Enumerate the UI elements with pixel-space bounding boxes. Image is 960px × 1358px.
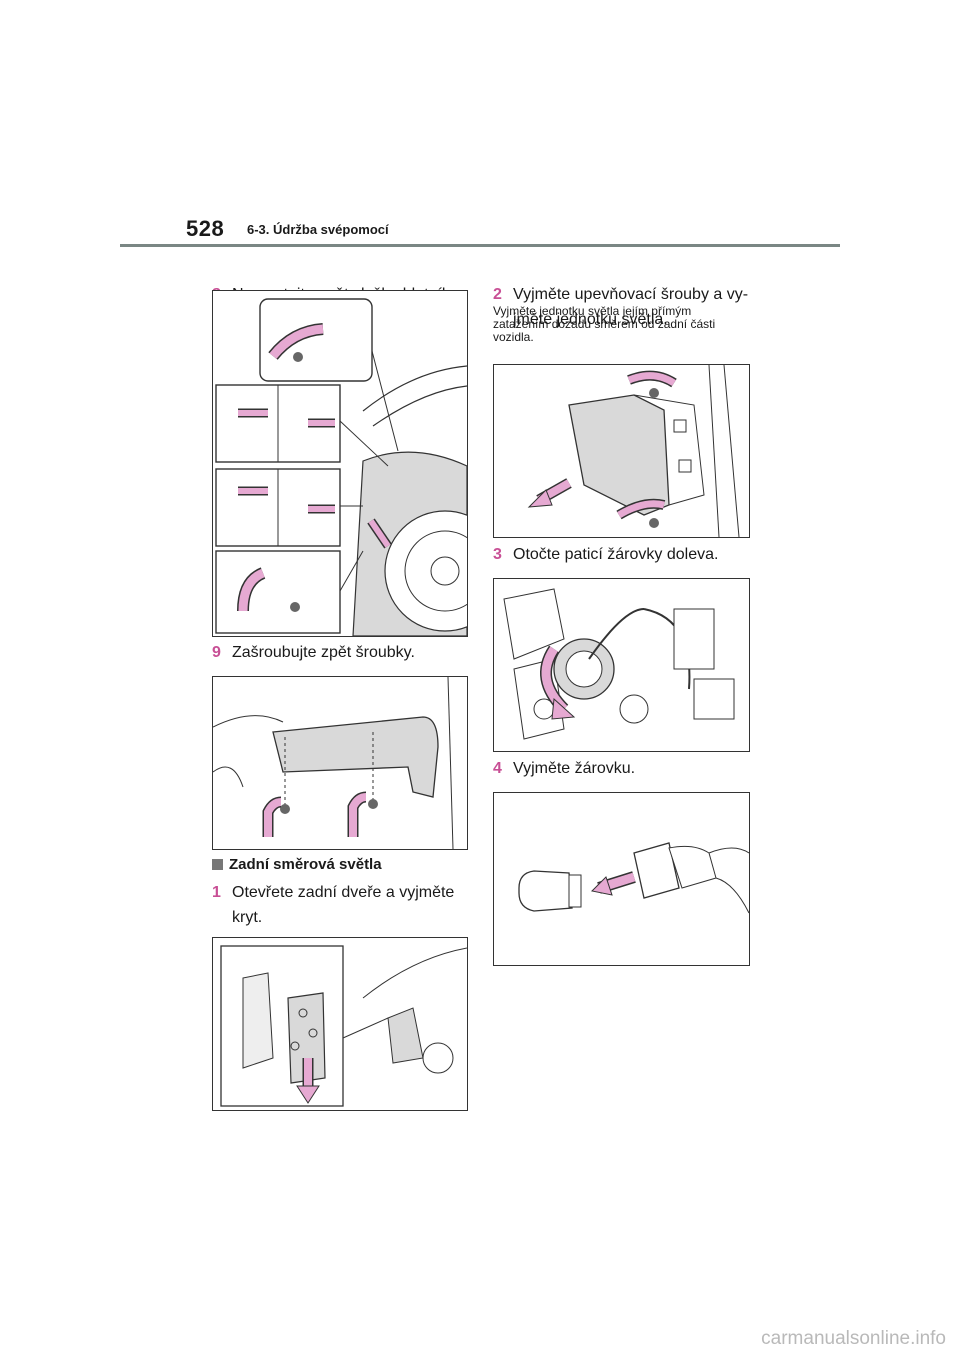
step-2: 2 Vyjměte upevňovací šrouby a vy-jměte j… [493,282,755,332]
watermark: carmanualsonline.info [761,1328,946,1349]
fender-liner-illustration [215,298,467,636]
figure-bulb-socket [493,578,750,752]
step-1: 1 Otevřete zadní dveře a vyjměte kryt. [212,880,470,930]
figure-screws [212,676,468,850]
square-bullet-icon [212,859,223,870]
figure-light-unit-removal [493,364,750,538]
bulb-socket-illustration [503,588,735,740]
page-number: 528 [186,216,225,241]
subheading-rear-turn-signals: Zadní směrová světla [212,856,382,873]
section-title: 6-3. Údržba svépomocí [247,222,389,237]
step-number: 3 [493,546,502,563]
figure-rear-door-cover [212,937,468,1111]
step-text: Otevřete zadní dveře a vyjměte kryt. [232,884,455,926]
step-text: Vyjměte upevňovací šrouby a vy-jměte jed… [513,286,749,328]
step-number: 2 [493,286,502,303]
step-number: 4 [493,760,502,777]
step-3: 3 Otočte paticí žárovky doleva. [493,542,755,567]
step-number: 1 [212,884,221,901]
step-9: 9 Zašroubujte zpět šroubky. [212,640,472,665]
header-divider [120,244,840,247]
bulb-removal-illustration [518,842,749,914]
step-4: 4 Vyjměte žárovku. [493,756,755,781]
step-text: Zašroubujte zpět šroubky. [232,644,415,661]
step-text: Otočte paticí žárovky doleva. [513,546,719,563]
step-2-note: Vyjměte jednotku světla jejím přímým zat… [493,304,716,344]
figure-bulb-removal [493,792,750,966]
step-text: Vyjměte žárovku. [513,760,636,777]
figure-fender-liner [212,290,468,637]
subheading-text: Zadní směrová světla [229,856,382,873]
screws-illustration [213,677,454,849]
rear-door-illustration [220,945,467,1107]
light-unit-illustration [527,365,740,537]
step-number: 9 [212,644,221,661]
